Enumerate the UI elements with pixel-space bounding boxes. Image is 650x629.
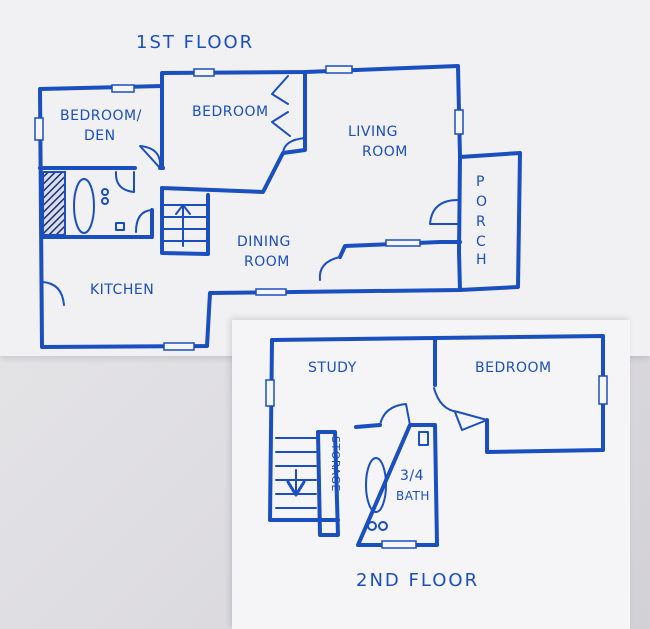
second-floor-title: 2ND FLOOR — [356, 570, 479, 591]
door-bath-icon — [114, 171, 135, 193]
door-bath-2-icon — [135, 209, 153, 233]
window-icon — [598, 375, 608, 405]
window-icon — [255, 288, 287, 296]
label-living-line2: ROOM — [362, 144, 408, 160]
bathtub-icon — [73, 178, 95, 234]
label-living-line1: LIVING — [348, 124, 398, 140]
chimney-icon — [42, 171, 66, 236]
label-porch-c: C — [476, 234, 486, 250]
window-icon — [34, 117, 44, 141]
label-dining-line2: ROOM — [244, 254, 290, 270]
label-kitchen: KITCHEN — [90, 282, 154, 298]
label-bath-line1: 3/4 — [400, 468, 424, 484]
door-living-icon — [282, 137, 306, 154]
window-icon — [325, 65, 353, 74]
door-study-icon — [433, 387, 488, 421]
porch-wall — [458, 151, 522, 292]
window-icon — [193, 68, 215, 77]
label-bedroom-den-line2: DEN — [84, 128, 116, 144]
label-study: STUDY — [308, 360, 357, 376]
label-bedroom-2: BEDROOM — [475, 360, 552, 376]
second-floor-outer-wall — [270, 334, 605, 454]
wall-bedroom-bottom — [160, 148, 307, 194]
toilet-bowl-icon — [101, 197, 109, 205]
sink-icon — [115, 222, 125, 231]
stairs-icon — [163, 204, 207, 247]
sink-icon — [418, 431, 429, 446]
label-storage: STORAGE — [329, 436, 342, 492]
door-dining-icon — [318, 256, 341, 281]
label-porch-h: H — [476, 252, 487, 268]
door-den-icon — [139, 145, 162, 169]
first-floor-plan: 1ST FLOOR BEDROOM/ DEN BEDROOM LIVING RO… — [34, 32, 522, 351]
door-bath-icon — [379, 403, 411, 426]
window-icon — [111, 84, 135, 93]
door-porch-icon — [429, 199, 459, 225]
second-floor-sheet — [232, 320, 630, 629]
door-closet-icon — [271, 75, 291, 137]
door-kitchen-icon — [41, 281, 65, 306]
stairs-down-icon — [275, 437, 317, 509]
window-icon — [385, 239, 421, 247]
label-porch-r: R — [476, 214, 486, 230]
window-icon — [454, 109, 464, 135]
window-icon — [265, 379, 275, 407]
label-bedroom: BEDROOM — [192, 104, 269, 120]
wall-bath — [354, 423, 439, 547]
toilet-icon — [101, 188, 109, 196]
label-porch-o: O — [476, 194, 488, 210]
first-floor-sheet — [0, 0, 650, 356]
label-bath-line2: BATH — [396, 489, 430, 503]
first-floor-title: 1ST FLOOR — [136, 32, 254, 53]
label-porch-p: P — [476, 174, 485, 190]
wall-bath-enclosure — [41, 208, 154, 239]
second-floor-plan: STUDY BEDROOM STORAGE 3/4 BATH 2ND FLOOR — [265, 334, 608, 591]
label-dining-line1: DINING — [237, 234, 291, 250]
toilet-bowl-icon — [378, 521, 388, 531]
window-icon — [163, 342, 195, 351]
window-icon — [381, 540, 417, 549]
label-bedroom-den-line1: BEDROOM/ — [60, 108, 142, 124]
wall-storage — [316, 430, 340, 537]
bathtub-icon — [365, 457, 387, 513]
wall-stairs — [160, 186, 210, 256]
toilet-icon — [367, 521, 377, 531]
door-bedroom-icon — [454, 411, 488, 431]
